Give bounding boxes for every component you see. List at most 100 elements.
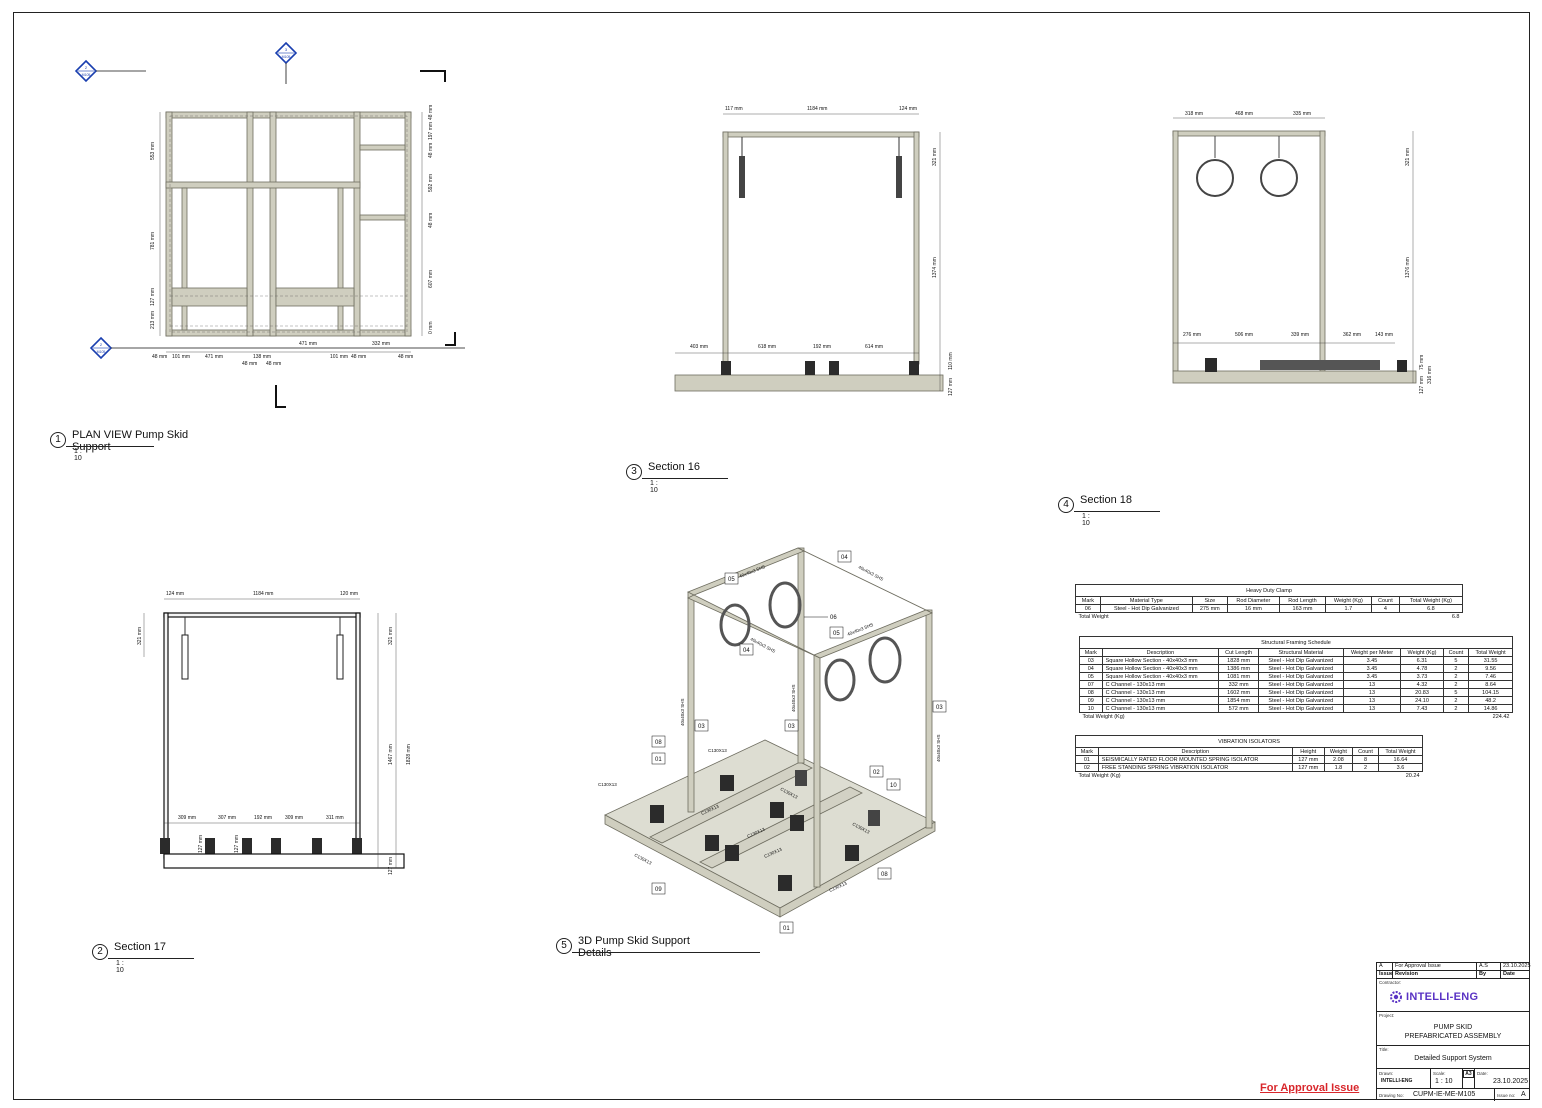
- s17-dim-small: 127 mm: [234, 835, 240, 853]
- tag-10: 10: [890, 783, 897, 789]
- s17-hanger-rods: [181, 617, 344, 680]
- s17-dim-bottom: 309 mm: [285, 815, 303, 821]
- s18-dim-right: 75 mm: [1419, 355, 1425, 370]
- hanger-rod-right: [896, 137, 902, 198]
- tag-05: 05: [833, 631, 840, 637]
- marker-top-number: 3: [285, 47, 288, 52]
- s18-dim-top: 335 mm: [1293, 111, 1311, 117]
- view-number: 2: [92, 944, 108, 960]
- view-name: Section 16: [648, 461, 700, 473]
- s18-dim-bottom: 143 mm: [1375, 332, 1393, 338]
- s17-dim-top: 1184 mm: [253, 591, 273, 597]
- revision-header-row: Issue Revision By Date: [1377, 971, 1529, 979]
- project-name: PUMP SKID: [1433, 1024, 1473, 1031]
- view-number: 5: [556, 938, 572, 954]
- schedule-total-row: Total Weight (Kg)224.42: [1082, 713, 1510, 720]
- s17-dim-top: 120 mm: [340, 591, 358, 597]
- contractor-label: Contractor:: [1379, 980, 1402, 985]
- drawn-scale-date-row: Drawn: INTELLI-ENG Scale: 1 : 10 A3 Date…: [1377, 1069, 1529, 1089]
- view-number: 4: [1058, 497, 1074, 513]
- drawing-title: Detailed Support System: [1414, 1055, 1492, 1062]
- tag-05: 05: [728, 577, 735, 583]
- view-title-rule: [572, 952, 760, 953]
- s18-dim-right: 316 mm: [1427, 366, 1433, 384]
- section-marker-left[interactable]: 2 M105: [74, 59, 146, 83]
- s18-dim-bottom: 506 mm: [1235, 332, 1253, 338]
- plan-dim-bottom: 101 mm: [172, 354, 190, 360]
- plan-dim-bottom: 138 mm: [253, 354, 271, 360]
- view-name: PLAN VIEW Pump Skid Support: [72, 429, 189, 453]
- schedule-total-row: Total Weight (Kg)20.24: [1078, 772, 1420, 779]
- tag-09: 09: [655, 887, 662, 893]
- schedule-title: Heavy Duty Clamp: [1075, 584, 1463, 597]
- sheet-size: A3: [1463, 1070, 1474, 1078]
- drawing-date: 23.10.2025: [1492, 1078, 1528, 1085]
- plan-dim-bottom: 48 mm: [398, 354, 413, 360]
- s16-dim-right: 127 mm: [948, 378, 954, 396]
- plan-frame: [165, 111, 412, 337]
- marker-bottom-sheet: M105: [97, 350, 106, 354]
- s16-dim-bottom: 192 mm: [813, 344, 831, 350]
- tag-03: 03: [936, 705, 943, 711]
- s17-dim-bottom: 307 mm: [218, 815, 236, 821]
- s16-dim-right: 321 mm: [932, 148, 938, 166]
- plan-dim-bottom: 471 mm: [299, 341, 317, 347]
- intelli-eng-logo: INTELLI-ENG: [1389, 990, 1478, 1004]
- s18-dim-right: 1376 mm: [1405, 257, 1411, 278]
- gear-icon: [1390, 991, 1402, 1003]
- isolators-row: [721, 361, 919, 375]
- s18-dim-right: 321 mm: [1405, 148, 1411, 166]
- 3d-posts: [687, 547, 933, 888]
- view-name: Section 18: [1080, 494, 1132, 506]
- drawn-by: INTELLI-ENG: [1381, 1078, 1413, 1084]
- s17-dim-bottom: 309 mm: [178, 815, 196, 821]
- contractor-row: Contractor: INTELLI-ENG: [1377, 979, 1529, 1012]
- member-label: 40x40x3 SHS: [750, 636, 777, 653]
- plan-dim-right: 48 mm: [428, 143, 434, 158]
- s16-dim-top: 124 mm: [899, 106, 917, 112]
- tag-06: 06: [830, 615, 837, 621]
- tag-03: 03: [698, 724, 705, 730]
- plan-dim-right: 607 mm: [428, 270, 434, 288]
- plan-dim-right: 0 mm: [428, 322, 434, 335]
- s17-dim-bottom: 192 mm: [254, 815, 272, 821]
- view-name: 3D Pump Skid Support Details: [578, 935, 690, 959]
- s16-dim-right: 110 mm: [948, 352, 954, 370]
- s18-dim-top: 468 mm: [1235, 111, 1253, 117]
- plan-dim-bottom: 48 mm: [152, 354, 167, 360]
- 3d-pipe-clamps: [719, 581, 902, 702]
- drawing-sheet-border: [13, 12, 1530, 1100]
- plan-dim-left: 553 mm: [150, 142, 156, 160]
- plan-dim-bottom: 332 mm: [372, 341, 390, 347]
- revision-row: A For Approval Issue A.S 23.10.2025: [1377, 963, 1531, 971]
- plan-dim-bottom: 48 mm: [351, 354, 366, 360]
- view-scale: 1 : 10: [116, 960, 124, 974]
- s16-dim-top: 1184 mm: [807, 106, 827, 112]
- marker-left-sheet: M105: [82, 73, 91, 77]
- issue-letter: A: [1521, 1091, 1526, 1098]
- plan-view-drawing: 3 M105 2 M105 2 M105: [74, 41, 465, 408]
- section-marker-top[interactable]: 3 M105: [274, 41, 298, 84]
- s17-isolators: [160, 838, 362, 854]
- plan-dim-bottom: 471 mm: [205, 354, 223, 360]
- isolators: [1205, 358, 1407, 372]
- section-marker-bottom[interactable]: 2 M105: [89, 336, 465, 360]
- plan-dim-left: 127 mm: [150, 288, 156, 306]
- view-scale: 1 : 10: [650, 480, 658, 494]
- view-number: 3: [626, 464, 642, 480]
- section-16-drawing: 117 mm 1184 mm 124 mm 403 mm 618 mm 192 …: [674, 106, 954, 396]
- view-scale: 1 : 10: [74, 448, 82, 462]
- approval-stamp: For Approval Issue: [1260, 1082, 1360, 1094]
